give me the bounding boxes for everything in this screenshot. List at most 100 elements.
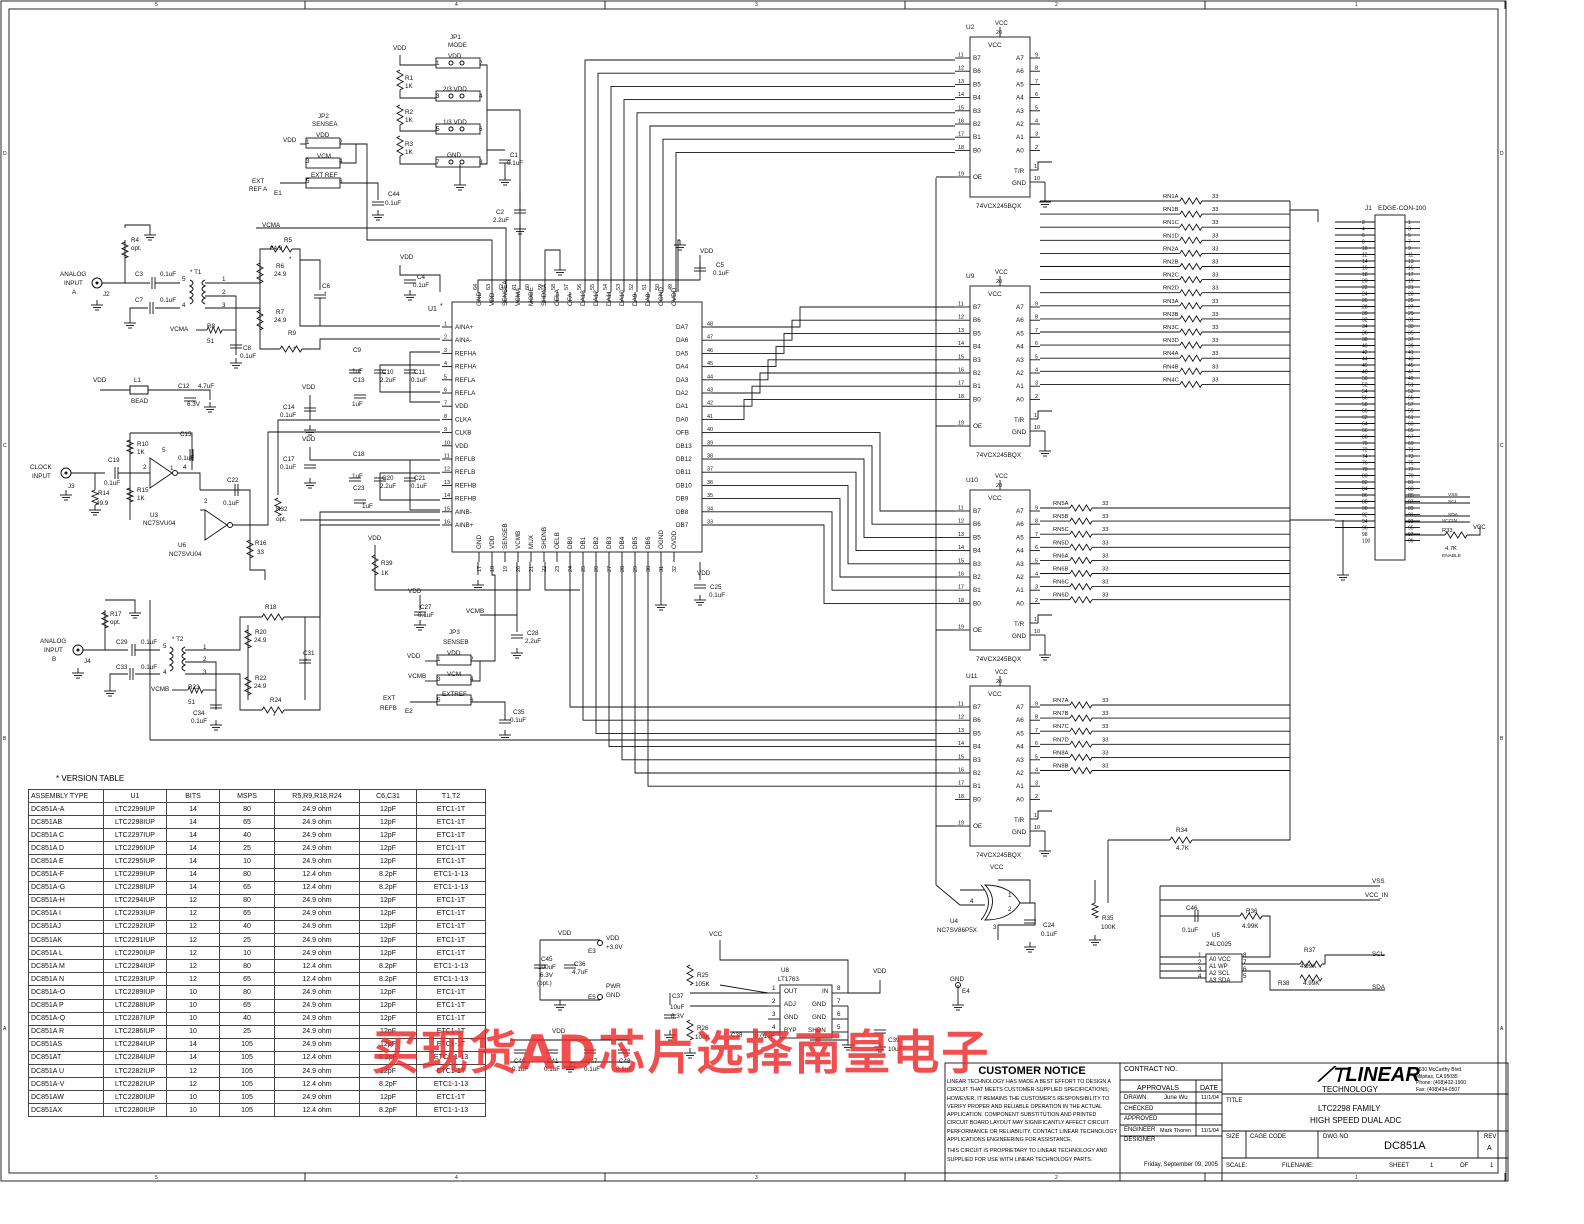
buffer-pin-name: A2	[1016, 574, 1024, 581]
label: VCC_IN	[1365, 892, 1389, 899]
adc-pin-number: 54	[603, 284, 609, 290]
rnet-value: 33	[1212, 299, 1218, 305]
jumper-jp1	[435, 57, 481, 69]
data-line-a	[712, 359, 955, 381]
wire	[480, 562, 496, 662]
data-line-b	[634, 562, 955, 774]
label: *	[293, 346, 296, 353]
buffer-pin-name: A0	[1016, 147, 1024, 154]
adc-pin-number: 29	[633, 566, 639, 572]
table-cell: ETC1-1T	[416, 998, 486, 1013]
tb-company-sub: TECHNOLOGY	[1322, 1085, 1379, 1094]
label: VDD	[283, 137, 297, 144]
label: 0.1uF	[240, 353, 256, 360]
table-cell: ETC1-1T	[416, 893, 486, 908]
label: 6	[339, 178, 343, 185]
connector-pin-number: 51	[1408, 383, 1414, 389]
connector-pin-number: 44	[1362, 357, 1368, 363]
wire	[129, 307, 148, 318]
frame-col-label: 1	[1355, 1175, 1358, 1181]
wire	[1242, 915, 1271, 958]
table-cell: 12.4 ohm	[274, 1103, 360, 1118]
label: VDD	[700, 248, 714, 255]
label: 1	[437, 656, 441, 663]
tb-cage: CAGE CODE	[1250, 1134, 1287, 1140]
adc-pin-name: VCMB	[515, 531, 522, 549]
connector-pin-number: 18	[1362, 272, 1368, 278]
connector-pin-number: 3	[1408, 227, 1411, 233]
buffer-pin-name: B6	[973, 317, 981, 324]
label: 2.2uF	[493, 217, 509, 224]
frame-col-label: 2	[1055, 1175, 1058, 1181]
adc-pin-name: GND	[476, 292, 483, 306]
table-cell: DC851A C	[28, 828, 104, 843]
adc-pin-name: REFHB	[455, 496, 476, 503]
connector-pin-number: 37	[1408, 337, 1414, 343]
label: C13	[353, 377, 365, 384]
connector-signal: SDA	[1448, 512, 1459, 518]
customer-notice-body: LINEAR TECHNOLOGY HAS MADE A BEST EFFORT…	[947, 1079, 1117, 1144]
frame-col-label: 4	[455, 2, 458, 8]
label: VDD	[400, 254, 414, 261]
label: 0.1uF	[510, 717, 526, 724]
table-cell: 10	[219, 946, 275, 961]
buffer-pin-name: B3	[973, 357, 981, 364]
rnet-label: RN5D	[1053, 540, 1069, 546]
label: R14	[98, 490, 110, 497]
connector-pin-number: 16	[1362, 266, 1368, 272]
data-line-a	[662, 138, 955, 292]
label: 1K	[405, 83, 414, 90]
label: 51	[207, 338, 215, 345]
label: 2	[204, 498, 208, 505]
buffer-pin-name: OE	[973, 174, 982, 181]
connector-ref: J1	[1365, 205, 1372, 212]
buffer-pin-name: A2	[1016, 121, 1024, 128]
adc-pin-name: DA3	[676, 377, 689, 384]
buffer-pin-name: A7	[1016, 55, 1024, 62]
table-cell: LTC2287IUP	[103, 1011, 167, 1026]
tb-address-line: Milpitas, CA 95035	[1416, 1073, 1458, 1080]
buffer-pin-number: 15	[958, 105, 964, 111]
label: 3	[772, 1011, 776, 1018]
label: 1	[1198, 952, 1202, 959]
resistor-icon	[100, 611, 110, 629]
adc-pin-number: 9	[444, 427, 447, 433]
label: R35	[1102, 915, 1114, 922]
label: *	[305, 658, 308, 665]
label: * T2	[172, 636, 184, 643]
data-line-b	[712, 524, 955, 604]
label: C38	[731, 1032, 743, 1039]
buffer-pin-name: A1	[1016, 783, 1024, 790]
rnet-value: 33	[1212, 338, 1218, 344]
label: 0.1uF	[141, 664, 157, 671]
wire	[356, 143, 493, 292]
label: GND	[950, 976, 964, 983]
frame-row-label: A	[1500, 1026, 1504, 1032]
rnet-label: RN8B	[1053, 764, 1069, 770]
adc-pin-number: 15	[444, 506, 450, 512]
wire	[205, 295, 237, 355]
label: R20	[255, 629, 267, 636]
table-cell: ETC1-1T	[416, 854, 486, 869]
version-table-title: * VERSION TABLE	[56, 774, 124, 783]
rnet-value: 33	[1212, 273, 1218, 279]
buffer-pin-name: A3	[1016, 757, 1024, 764]
table-cell: DC851AJ	[28, 919, 104, 935]
adc-pin-number: 56	[577, 284, 583, 290]
label: VCC	[709, 931, 723, 938]
label: C22	[227, 477, 239, 484]
data-line-b	[712, 511, 955, 591]
table-cell: 24.9 ohm	[274, 854, 360, 869]
tb-drawn-by: June Wu	[1164, 1095, 1188, 1101]
resistor-icon	[1179, 197, 1203, 205]
resistor-icon	[1179, 301, 1203, 310]
jumper-jp1	[435, 123, 481, 135]
version-table-col-header: R5,R9,R18,R24	[274, 788, 360, 804]
label: 6	[837, 1011, 841, 1018]
connector-pin-number: 78	[1362, 467, 1368, 473]
